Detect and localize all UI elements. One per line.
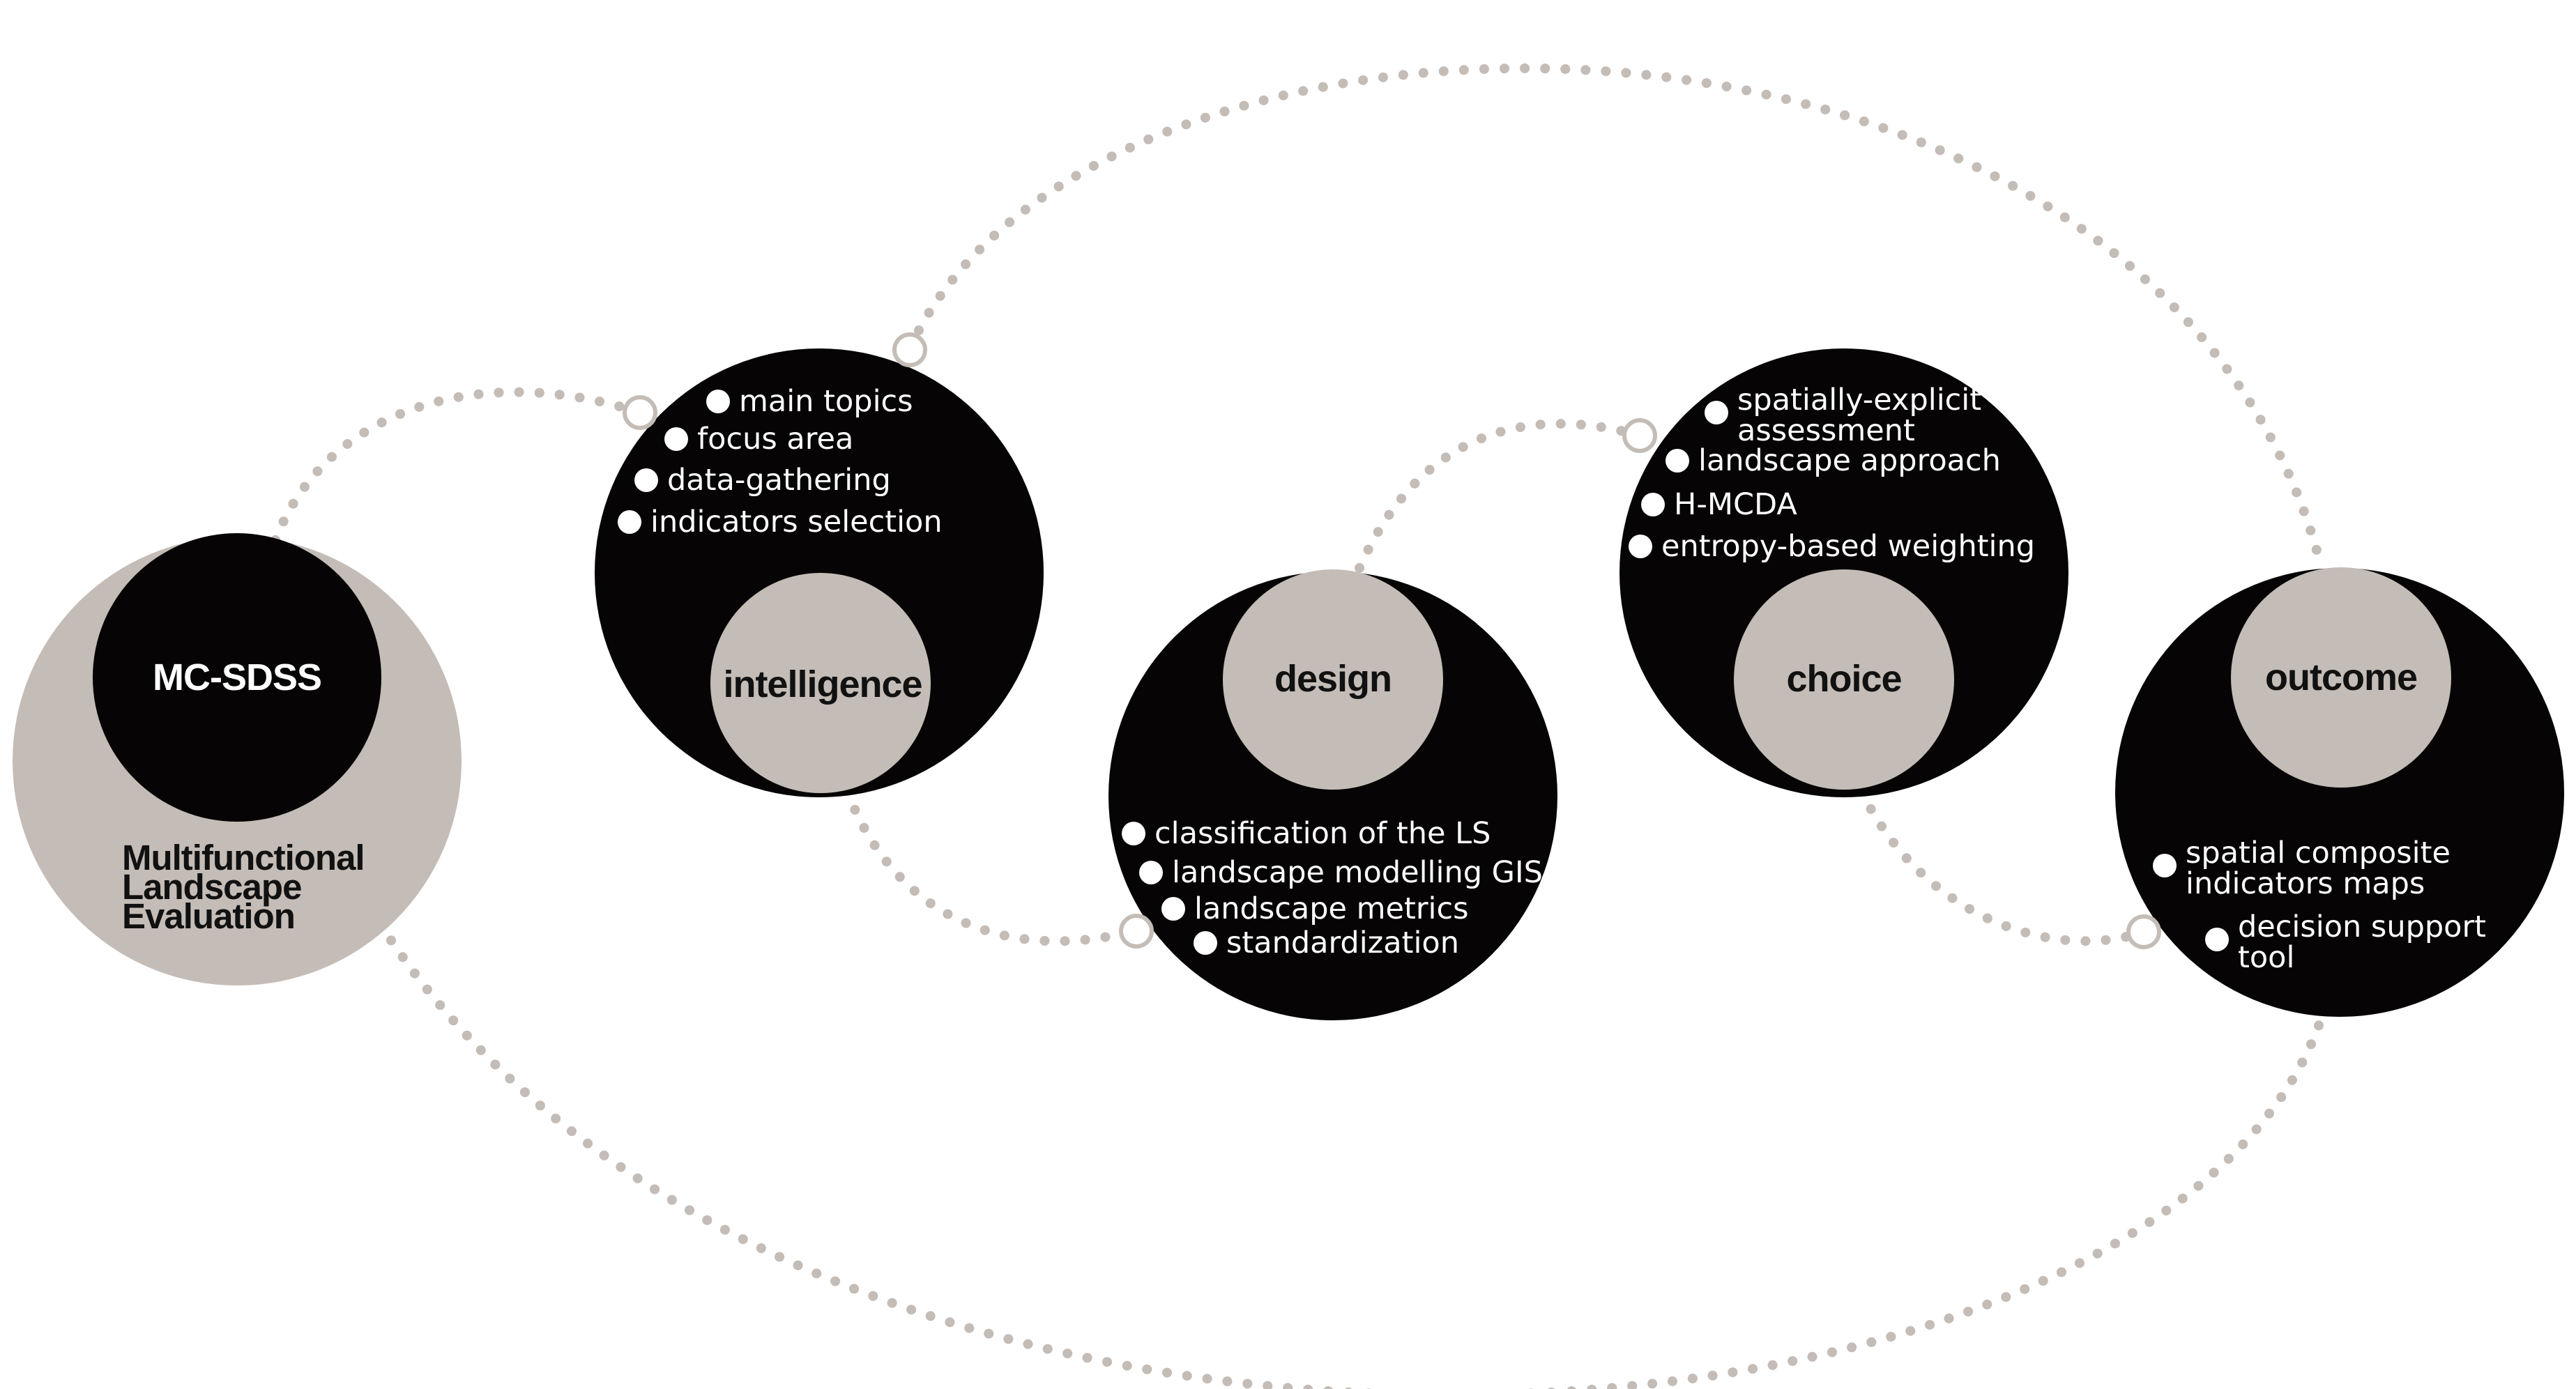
design-label: design: [1274, 658, 1392, 700]
intelligence-item-line: indicators selection: [650, 505, 943, 539]
outcome-inner-disc: [2231, 567, 2451, 788]
bullet-icon: [1122, 822, 1145, 845]
outcome-outer-disc: [2115, 568, 2564, 1017]
connector-ring-icon: [2126, 914, 2161, 949]
intelligence-item-line: data-gathering: [667, 463, 891, 498]
phase-design: design classification of the LS landscap…: [1108, 569, 1557, 1020]
design-item-line: landscape modelling GIS: [1172, 855, 1543, 890]
connector-ring-icon: [623, 395, 657, 430]
choice-item-line: spatially-explicit: [1737, 383, 1981, 417]
phase-intelligence: intelligence main topics focus area data…: [595, 348, 1044, 797]
bullet-icon: [664, 427, 688, 451]
bullet-icon: [1705, 401, 1728, 424]
choice-inner-disc: [1734, 569, 1954, 790]
design-item: landscape modelling GIS: [1172, 855, 1543, 890]
choice-item: entropy-based weighting: [1661, 529, 2035, 564]
choice-item-line: entropy-based weighting: [1661, 529, 2035, 564]
choice-item: H-MCDA: [1674, 487, 1797, 522]
outcome-item: spatial composite indicators maps: [2186, 836, 2460, 901]
design-item: standardization: [1226, 926, 1459, 960]
intelligence-item: indicators selection: [650, 505, 943, 539]
bullet-icon: [634, 468, 658, 492]
dotted-connectors: [270, 63, 2326, 1389]
design-item-line: classification of the LS: [1154, 816, 1491, 851]
mc-sdss-subtitle-line: Landscape: [122, 867, 301, 907]
intelligence-item: focus area: [697, 422, 853, 456]
design-inner-disc: [1223, 569, 1443, 790]
path-core-to-outcome-bottom: [375, 919, 2326, 1389]
bullet-icon: [1629, 535, 1652, 558]
connector-rings: [623, 332, 2161, 949]
intelligence-item-line: main topics: [739, 384, 913, 419]
bullet-icon: [1161, 897, 1185, 921]
outcome-item: decision support tool: [2238, 910, 2496, 975]
bullet-icon: [1641, 493, 1665, 516]
outcome-item-line: decision support: [2238, 910, 2486, 944]
intelligence-item: data-gathering: [667, 463, 891, 498]
design-item: classification of the LS: [1154, 816, 1491, 851]
path-intelligence-to-design: [842, 786, 1141, 946]
outcome-item-line: tool: [2238, 940, 2294, 975]
choice-item: landscape approach: [1698, 443, 2001, 478]
outcome-item-line: spatial composite: [2186, 836, 2451, 870]
bullet-icon: [1666, 449, 1689, 473]
bullet-icon: [2153, 854, 2177, 877]
bullet-icon: [618, 510, 641, 534]
intelligence-outer-disc: [595, 348, 1044, 797]
outcome-label: outcome: [2265, 657, 2417, 698]
intelligence-item: main topics: [739, 384, 913, 419]
bullet-icon: [1139, 861, 1163, 884]
mc-sdss-title: MC-SDSS: [153, 657, 321, 698]
outcome-item-line: indicators maps: [2186, 866, 2425, 901]
mc-sdss-node: MC-SDSS Multifunctional Landscape Evalua…: [13, 533, 462, 985]
bullet-icon: [706, 390, 730, 413]
intelligence-label: intelligence: [723, 663, 922, 705]
mc-sdss-subtitle: Multifunctional Landscape Evaluation: [122, 838, 374, 936]
design-item-line: landscape metrics: [1194, 891, 1469, 926]
design-item: landscape metrics: [1194, 891, 1469, 926]
phase-choice: choice spatially-explicit assessment lan…: [1619, 348, 2068, 797]
intelligence-item-line: focus area: [697, 422, 853, 456]
choice-item-line: landscape approach: [1698, 443, 2001, 478]
path-core-to-intelligence: [270, 387, 645, 545]
choice-item-line: assessment: [1737, 413, 1915, 448]
path-choice-to-outcome: [1857, 786, 2149, 946]
connector-ring-icon: [892, 332, 927, 367]
mc-sdss-subtitle-line: Evaluation: [122, 896, 295, 936]
connector-ring-icon: [1622, 418, 1657, 453]
choice-label: choice: [1786, 658, 1901, 700]
design-outer-disc: [1108, 571, 1557, 1020]
choice-item: spatially-explicit assessment: [1737, 383, 1991, 448]
bullet-icon: [1194, 931, 1217, 955]
path-intelligence-to-outcome-top: [905, 63, 2326, 573]
phase-outcome: outcome spatial composite indicators map…: [2115, 567, 2564, 1017]
path-design-to-choice: [1355, 419, 1645, 573]
bullet-icon: [2205, 928, 2229, 951]
mc-sdss-inner-disc: [93, 533, 381, 822]
choice-item-line: H-MCDA: [1674, 487, 1797, 522]
mc-sdss-subtitle-line: Multifunctional: [122, 838, 365, 877]
design-item-line: standardization: [1226, 926, 1459, 960]
intelligence-inner-disc: [710, 573, 931, 793]
connector-ring-icon: [1119, 914, 1154, 949]
